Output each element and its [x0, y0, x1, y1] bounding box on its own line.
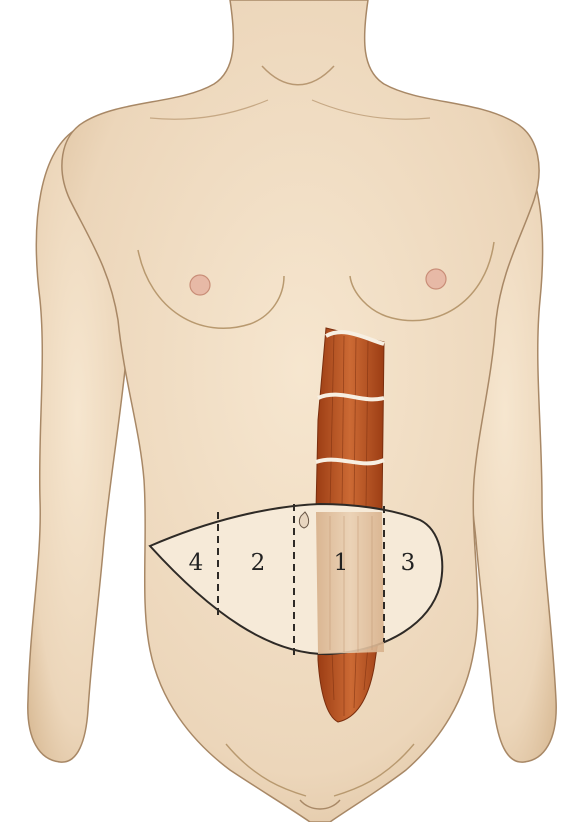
- zone-4-label: 4: [189, 550, 204, 576]
- right-nipple: [426, 269, 446, 289]
- rectus-muscle-upper: [316, 328, 384, 510]
- zone-2-label: 2: [251, 550, 266, 576]
- torso-figure: [28, 0, 556, 822]
- zone-1-label: 1: [334, 550, 349, 576]
- flap-muscle-segment: [316, 512, 384, 654]
- left-nipple: [190, 275, 210, 295]
- zone-3-label: 3: [401, 550, 416, 576]
- torso-body: [62, 0, 539, 822]
